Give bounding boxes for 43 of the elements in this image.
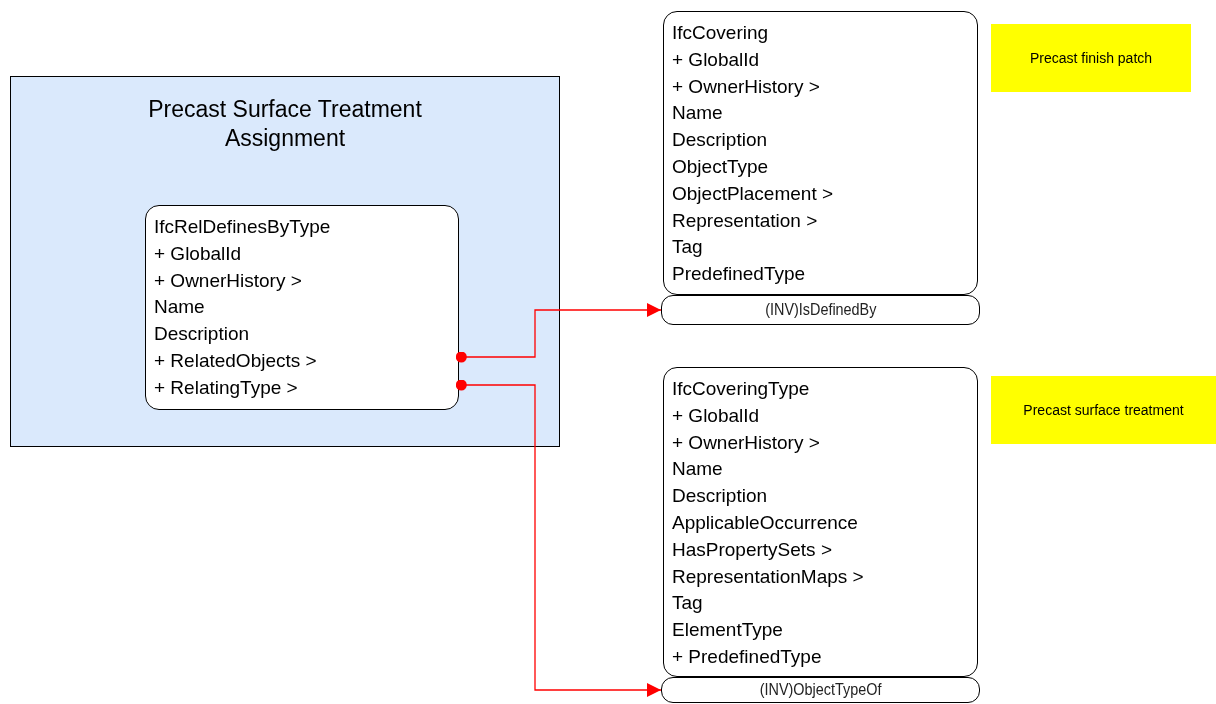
inverse-attribute-text: (INV)ObjectTypeOf (759, 681, 882, 699)
entity-box (145, 205, 459, 410)
attribute-text: RepresentationMaps > (672, 564, 865, 589)
attribute-text: + GlobalId (672, 47, 761, 72)
group-title: Precast Surface Treatment Assignment (147, 95, 423, 153)
attribute-text: + PredefinedType (672, 644, 823, 669)
attribute-text: Description (672, 484, 769, 509)
entity-name: IfcCoveringType (672, 377, 811, 401)
attribute-text: Name (672, 457, 724, 482)
attribute-text: + GlobalId (672, 403, 761, 428)
attribute-text: ApplicableOccurrence (672, 511, 859, 535)
attribute-text: Name (672, 101, 724, 126)
attribute-text: + RelatedObjects > (154, 349, 318, 373)
note-text: Precast finish patch (1029, 50, 1153, 66)
inverse-attribute-box (661, 677, 980, 703)
attribute-text: Tag (672, 591, 704, 616)
attribute-text: + RelatingType > (154, 375, 299, 400)
attribute-text: Name (154, 295, 206, 320)
entity-name: IfcRelDefinesByType (154, 215, 332, 239)
note-box (991, 376, 1216, 444)
inverse-attribute-text: (INV)IsDefinedBy (764, 301, 877, 319)
entity-box (663, 11, 978, 295)
attribute-text: + OwnerHistory > (154, 268, 303, 293)
attribute-text: Description (154, 322, 251, 347)
attribute-text: Description (672, 128, 769, 153)
connector-arrow (455, 303, 662, 363)
attribute-text: + OwnerHistory > (672, 74, 821, 99)
group-panel (10, 76, 560, 447)
attribute-text: Tag (672, 235, 704, 260)
attribute-text: Representation > (672, 208, 819, 233)
attribute-text: HasPropertySets > (672, 537, 833, 562)
attribute-text: ObjectPlacement > (672, 181, 835, 206)
attribute-text: + GlobalId (154, 241, 243, 266)
attribute-text: PredefinedType (672, 262, 807, 287)
entity-name: IfcCovering (672, 21, 770, 45)
connector-arrow (455, 379, 662, 697)
attribute-text: + OwnerHistory > (672, 430, 821, 455)
inverse-attribute-box (661, 295, 980, 325)
note-box (991, 24, 1191, 92)
note-text: Precast surface treatment (1023, 402, 1184, 418)
attribute-text: ObjectType (672, 155, 770, 179)
attribute-text: ElementType (672, 618, 784, 643)
entity-box (663, 367, 978, 677)
